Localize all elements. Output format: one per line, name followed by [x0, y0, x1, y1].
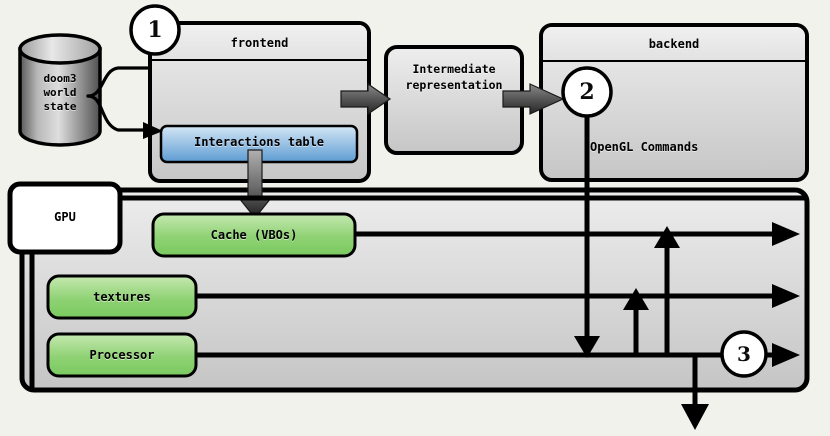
block-arrow-intermediate-to-backend: [502, 83, 565, 115]
datastore-to-frontend-curves: [86, 66, 163, 139]
processor-box[interactable]: [46, 332, 198, 378]
textures-output-bus: [196, 284, 800, 308]
cache-vbos-box[interactable]: [151, 212, 357, 258]
badge-2-circle[interactable]: [561, 66, 613, 118]
processor-output-bus: [196, 343, 800, 367]
cache-output-bus: [355, 222, 800, 246]
gpu-output-downlink: [681, 355, 709, 430]
badge-3-circle[interactable]: [720, 330, 768, 378]
block-arrow-frontend-to-intermediate: [340, 82, 392, 116]
textures-box[interactable]: [46, 274, 198, 320]
processor-to-textures-uplink: [623, 288, 649, 355]
backend-to-processor-downlink: [574, 116, 600, 358]
intermediate-representation-box[interactable]: [384, 45, 524, 155]
gpu-box[interactable]: [7, 181, 123, 255]
processor-to-cache-uplink: [654, 226, 680, 355]
badge-1-circle[interactable]: [129, 4, 181, 56]
datastore-cylinder[interactable]: [18, 33, 102, 147]
